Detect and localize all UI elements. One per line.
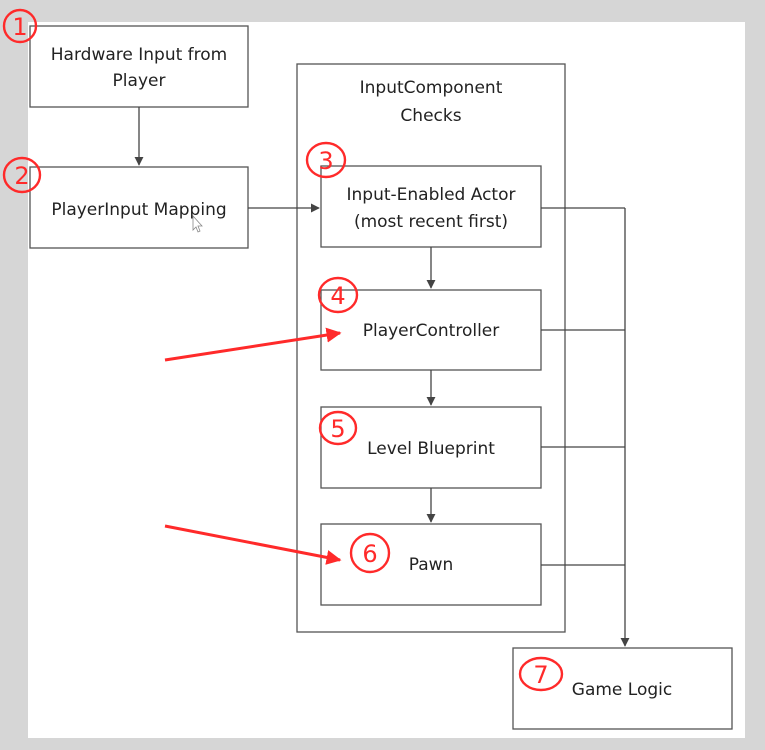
- hardware-input-box: [29, 25, 249, 108]
- annotation-layer: 1 2 3 4 5 6 7: [2, 8, 564, 692]
- annotation-circle-5: 5: [318, 410, 358, 446]
- annotation-circle-1: 1: [2, 8, 38, 44]
- annotation-number-3: 3: [318, 147, 333, 175]
- annotation-arrow-player-controller: [164, 327, 342, 362]
- pawn-label: Pawn: [409, 555, 454, 575]
- annotation-circle-6: 6: [349, 532, 391, 574]
- player-controller-box: [320, 289, 542, 371]
- input-component-container: [296, 63, 566, 633]
- diagram-panel: [28, 22, 745, 738]
- input-enabled-actor-line2: (most recent first): [354, 212, 508, 232]
- player-input-mapping-label: PlayerInput Mapping: [51, 200, 226, 220]
- annotation-arrow-pawn: [164, 524, 342, 565]
- annotation-circle-7: 7: [518, 656, 564, 692]
- annotation-circle-4: 4: [317, 276, 359, 314]
- game-logic-box: [512, 647, 733, 730]
- input-enabled-actor-line1: Input-Enabled Actor: [347, 185, 516, 205]
- level-blueprint-label: Level Blueprint: [367, 439, 495, 459]
- annotation-number-6: 6: [362, 540, 377, 568]
- annotation-number-7: 7: [533, 661, 548, 689]
- hardware-input-line1: Hardware Input from: [51, 45, 227, 65]
- input-component-title-line2: Checks: [400, 106, 461, 126]
- game-logic-label: Game Logic: [572, 680, 672, 700]
- annotation-number-5: 5: [330, 415, 345, 443]
- player-input-mapping-box: [29, 166, 249, 249]
- connector-group: [134, 107, 630, 647]
- annotation-number-4: 4: [330, 282, 345, 310]
- annotation-circle-3: 3: [305, 141, 347, 179]
- input-component-title-line1: InputComponent: [360, 78, 503, 98]
- annotation-number-2: 2: [14, 162, 29, 190]
- player-controller-label: PlayerController: [363, 321, 500, 341]
- mouse-cursor-icon: [192, 214, 203, 233]
- input-enabled-actor-box: [320, 165, 542, 248]
- hardware-input-line2: Player: [113, 71, 166, 91]
- annotation-circle-2: 2: [2, 156, 42, 194]
- annotation-number-1: 1: [12, 13, 27, 41]
